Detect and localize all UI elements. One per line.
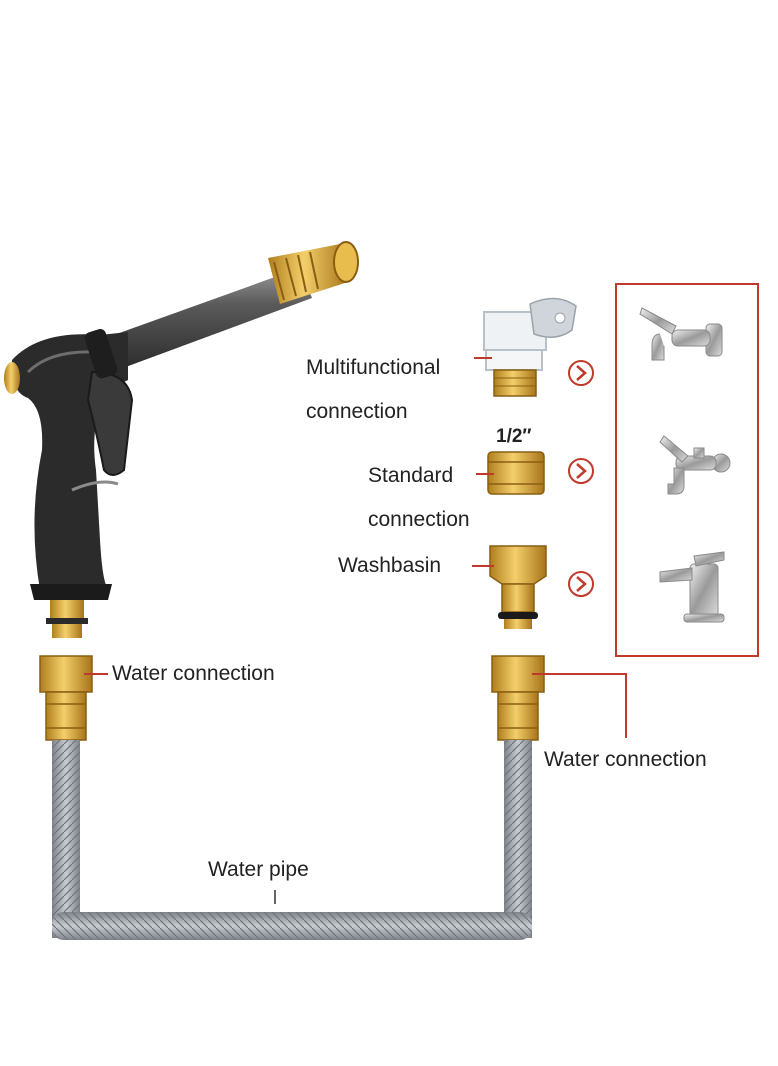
brass-nozzle — [268, 241, 359, 304]
spray-gun — [4, 241, 359, 638]
water-connection-label-right: Water connection — [544, 748, 707, 771]
faucet-panel — [615, 283, 759, 657]
standard-adapter — [487, 451, 545, 495]
half-inch-label: 1/2″ — [496, 426, 532, 447]
arrow-right-icon — [568, 458, 594, 484]
washbasin-label: Washbasin — [338, 554, 442, 577]
tap-faucet-icon — [659, 435, 731, 495]
standard-label: Standard — [368, 464, 454, 487]
water-connection-label-left: Water connection — [112, 662, 275, 685]
washbasin-adapter — [489, 545, 547, 629]
left-water-connector — [39, 655, 93, 741]
multifunctional-label: Multifunctional — [306, 356, 441, 379]
wall-faucet-icon — [639, 307, 723, 361]
standard-label-line2: connection — [368, 508, 470, 531]
multifunctional-label-line2: connection — [306, 400, 408, 423]
right-water-connector — [491, 655, 545, 741]
arrow-right-icon — [568, 571, 594, 597]
basin-faucet-icon — [659, 551, 725, 623]
water-pipe-label: Water pipe — [208, 858, 309, 881]
right-connection-pointer — [532, 673, 627, 738]
multifunctional-adapter — [483, 297, 577, 397]
arrow-right-icon — [568, 360, 594, 386]
hose — [52, 740, 532, 940]
